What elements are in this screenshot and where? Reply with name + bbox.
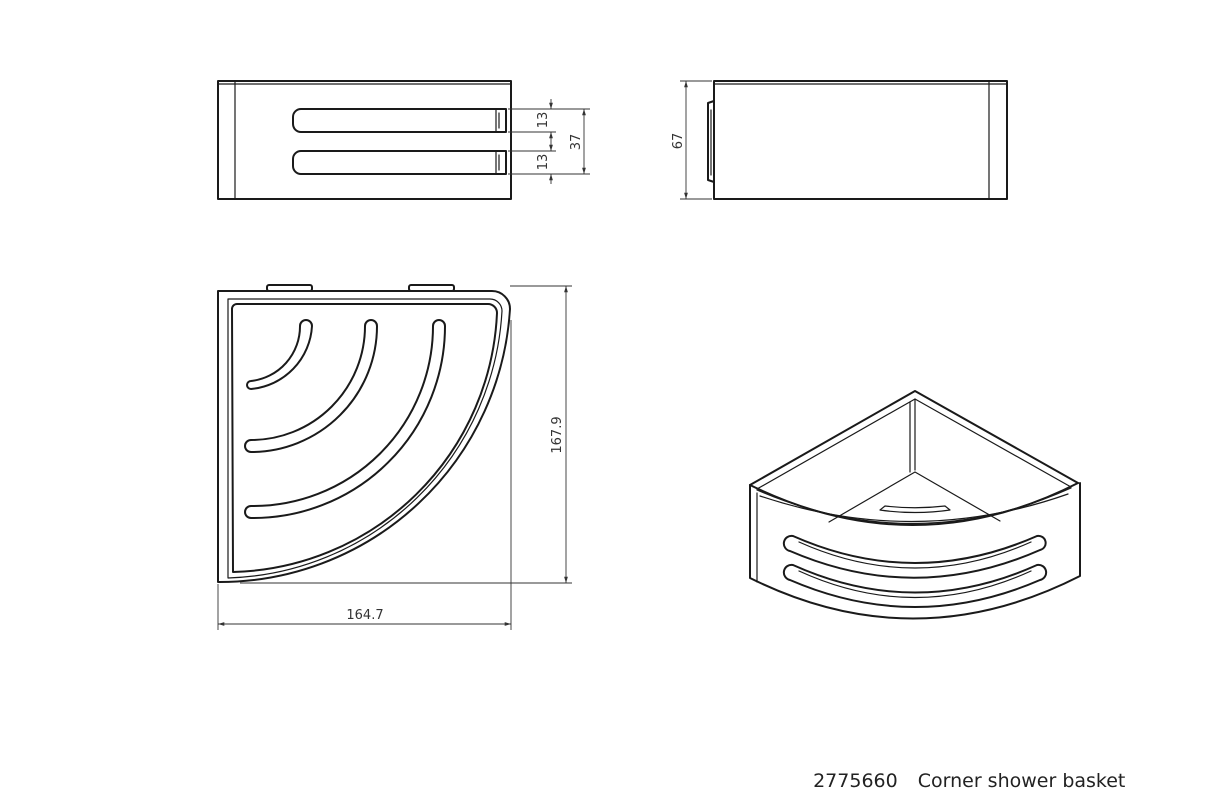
dim-slot-span: 37: [569, 134, 584, 151]
product-code: 2775660: [813, 770, 898, 792]
front-view: [217, 80, 590, 200]
dim-width: 164.7: [346, 608, 383, 623]
dim-depth: 167.9: [550, 416, 565, 453]
dim-height: 67: [671, 133, 686, 150]
top-view: [217, 284, 572, 630]
product-name: Corner shower basket: [917, 770, 1126, 792]
side-view: [680, 80, 1008, 200]
dim-slot-height-2: 13: [536, 154, 551, 171]
isometric-view: [749, 390, 1081, 620]
dim-slot-height-1: 13: [536, 112, 551, 129]
product-caption: 2775660 Corner shower basket: [801, 748, 1125, 792]
